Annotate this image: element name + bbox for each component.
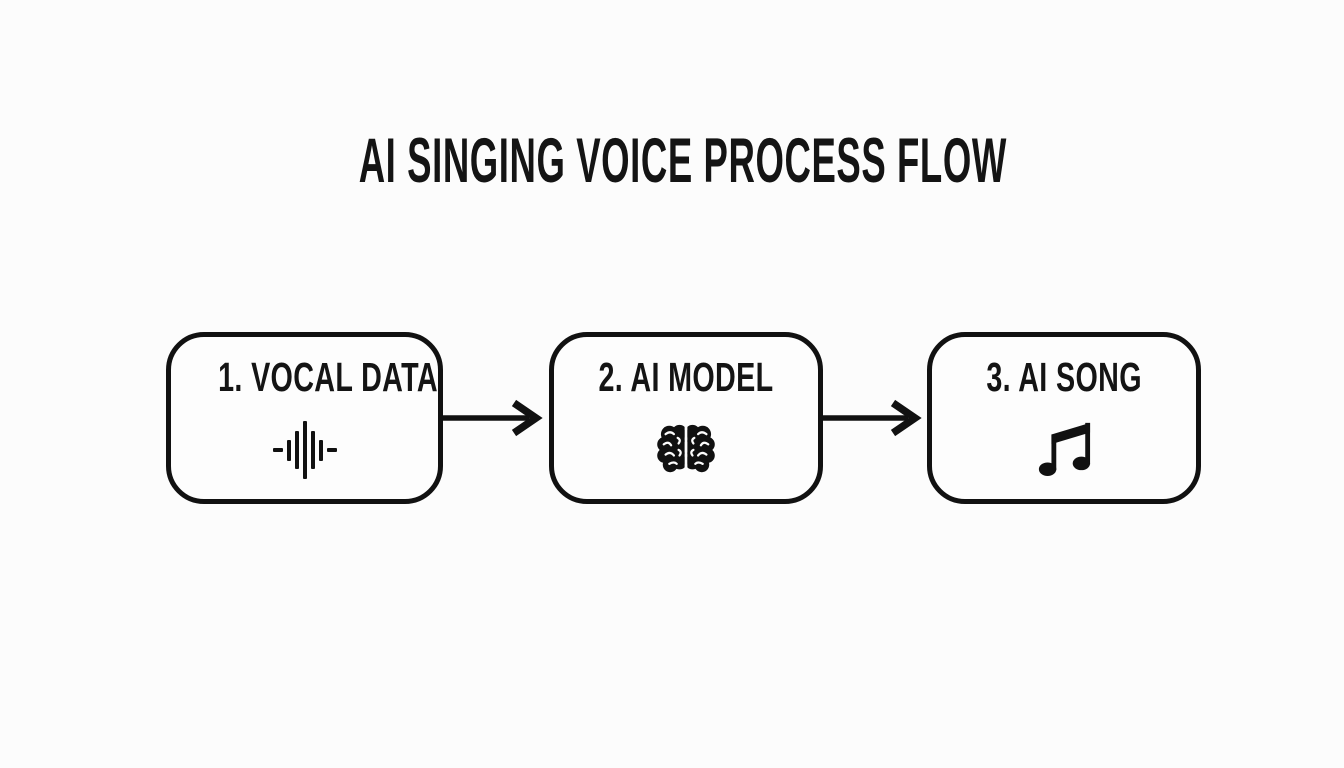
step-box-ai-song: 3. AI SONG bbox=[927, 332, 1201, 504]
step-label-ai-song: 3. AI SONG bbox=[932, 357, 1196, 398]
step-box-ai-model: 2. AI MODEL bbox=[549, 332, 823, 504]
diagram-title-text: AI SINGING VOICE PROCESS FLOW bbox=[358, 126, 1008, 196]
step-label-ai-model: 2. AI MODEL bbox=[554, 357, 818, 398]
step-box-vocal-data: 1. VOCAL DATA bbox=[166, 332, 443, 504]
step-label-text: 2. AI MODEL bbox=[598, 354, 774, 400]
step-label-text: 3. AI SONG bbox=[986, 354, 1142, 400]
music-note-icon bbox=[1038, 422, 1091, 476]
diagram-title: AI SINGING VOICE PROCESS FLOW bbox=[11, 130, 1344, 193]
step-label-text: 1. VOCAL DATA bbox=[218, 354, 438, 400]
waveform-icon bbox=[272, 421, 337, 479]
brain-icon bbox=[656, 423, 716, 475]
step-label-vocal-data: 1. VOCAL DATA bbox=[171, 357, 438, 398]
arrow-right-icon bbox=[441, 399, 543, 437]
arrow-right-icon bbox=[820, 399, 922, 437]
